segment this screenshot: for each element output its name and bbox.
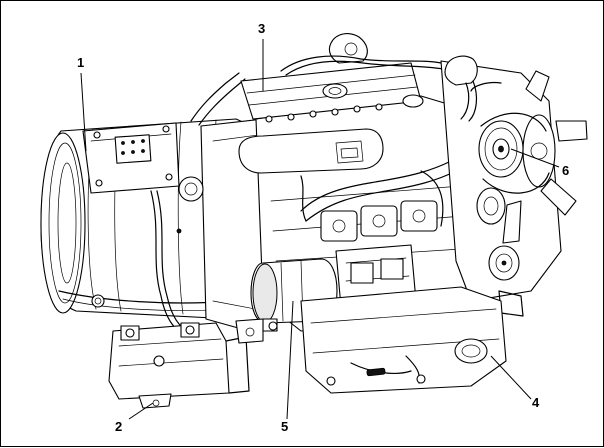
mounting-base (108, 322, 250, 409)
oil-pan (300, 286, 507, 394)
callout-3: 3 (258, 21, 265, 36)
leader-lines (80, 39, 560, 420)
valve-cover (240, 33, 444, 123)
callout-2: 2 (115, 419, 122, 434)
generator-assembly (40, 72, 277, 337)
callout-5: 5 (281, 419, 288, 434)
callout-6: 6 (562, 163, 569, 178)
callout-1: 1 (77, 55, 84, 70)
callout-4: 4 (532, 395, 540, 410)
fan-pulley-assembly (440, 55, 588, 317)
